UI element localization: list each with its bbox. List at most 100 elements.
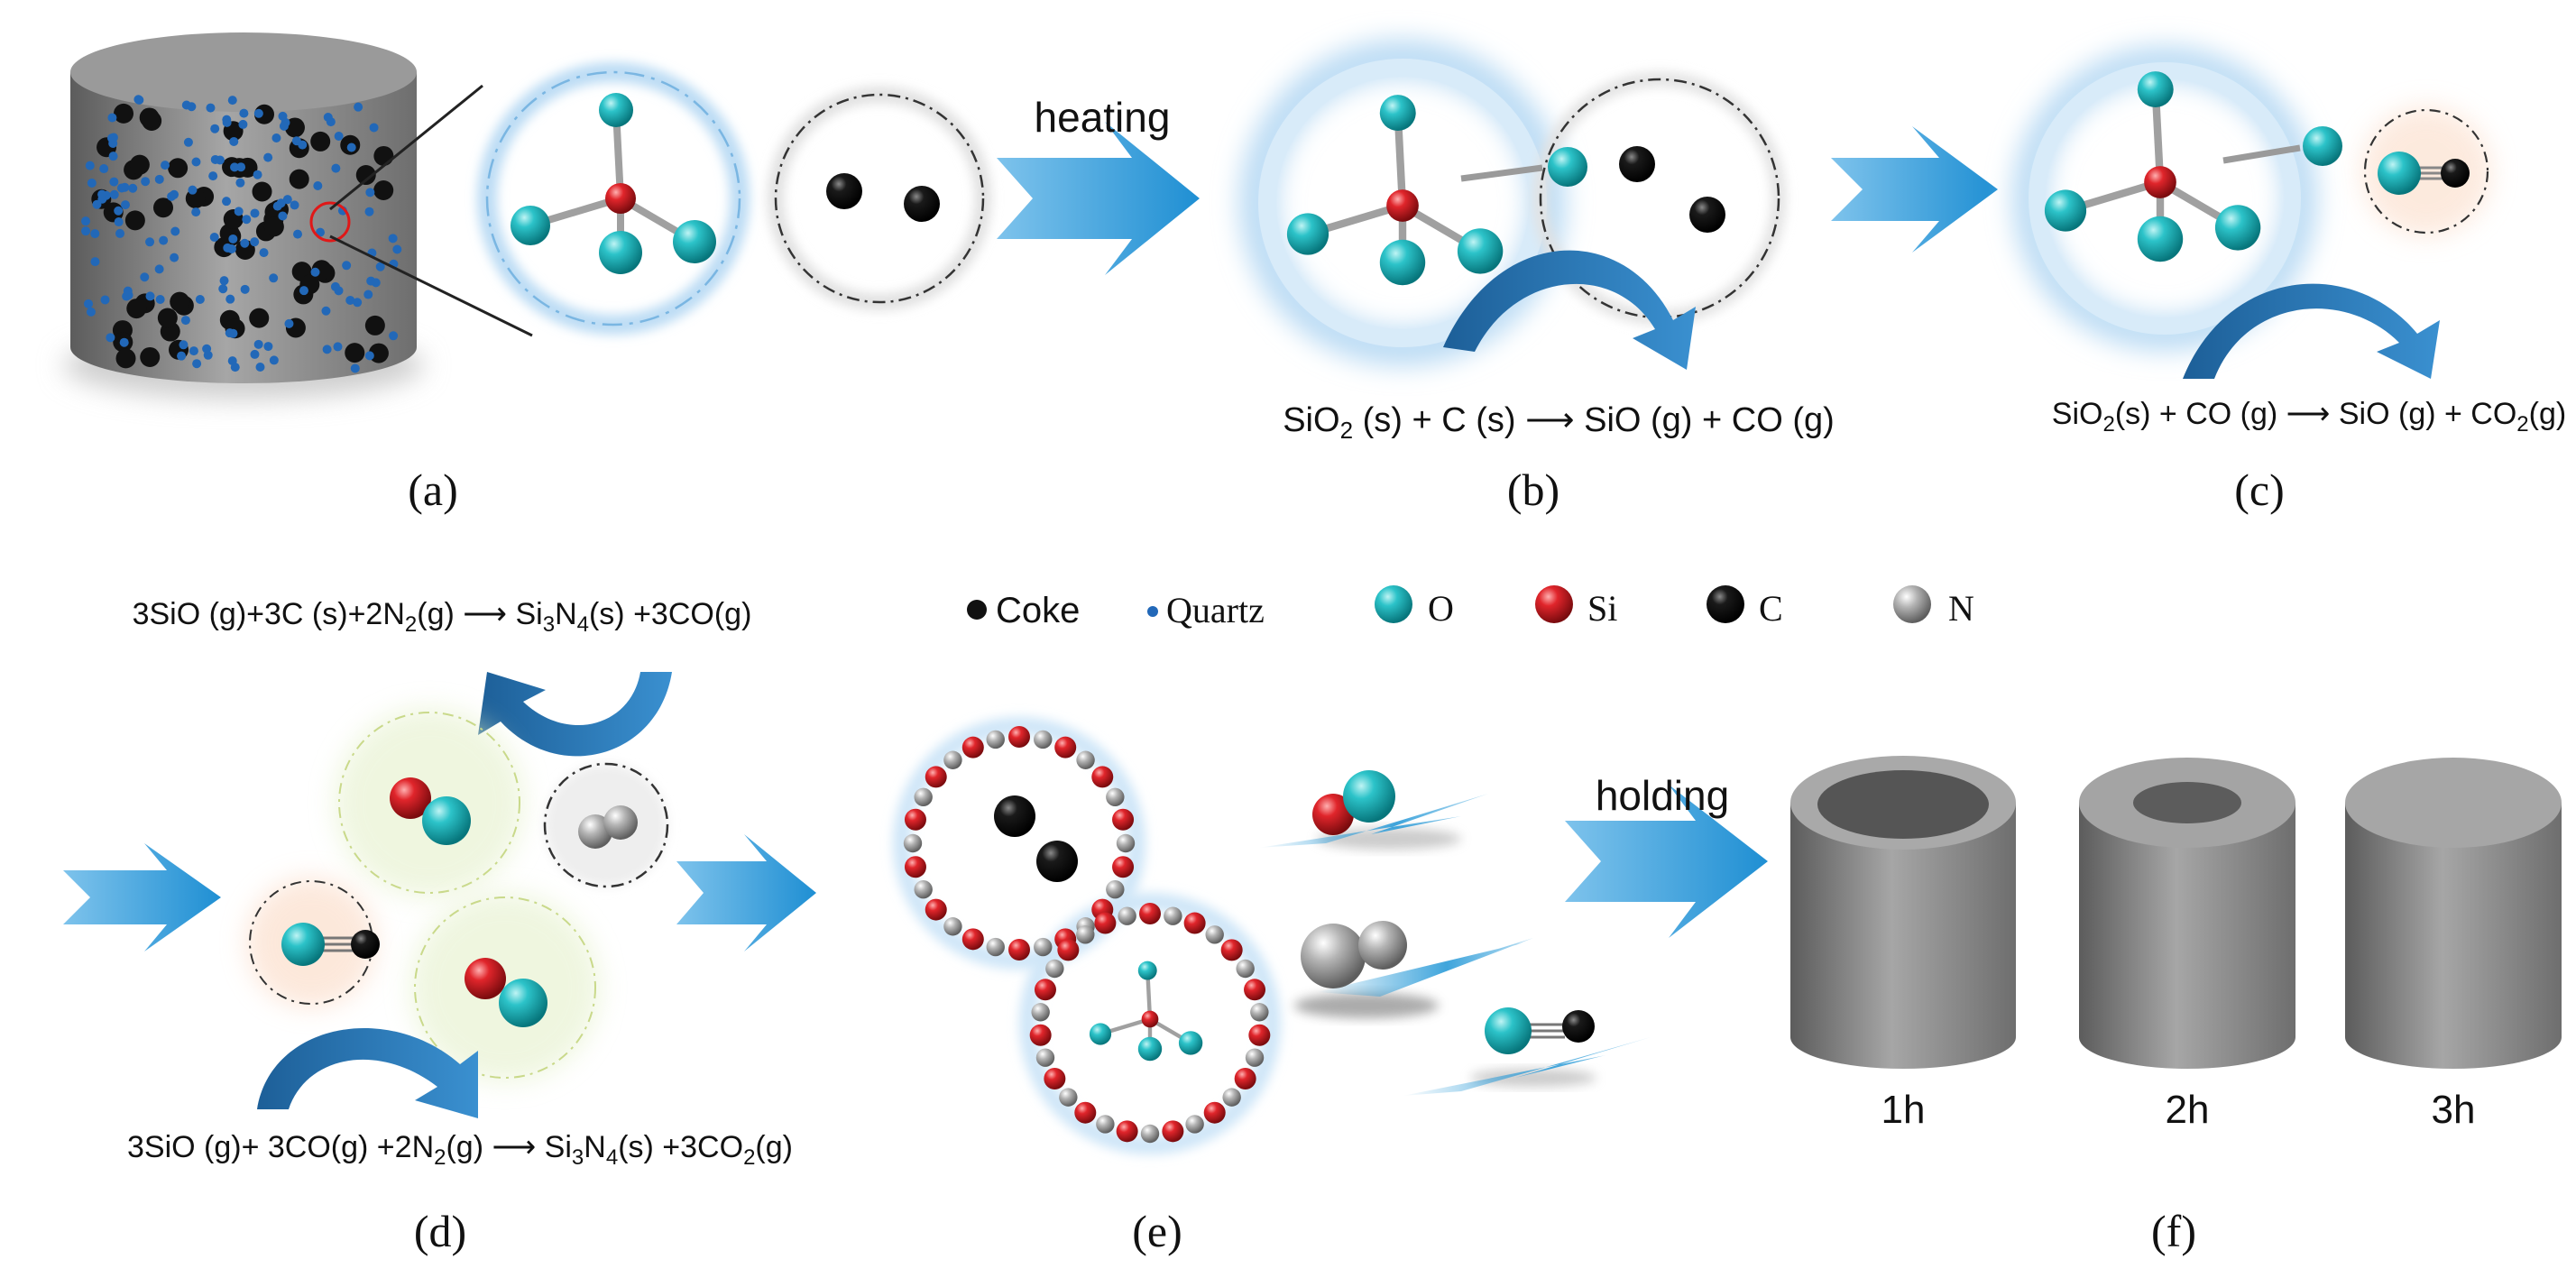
quartz-particle (250, 237, 260, 247)
legend-label-c: C (1759, 588, 1783, 629)
legend-label-n: N (1948, 588, 1974, 629)
carbon-atom (1562, 1010, 1595, 1043)
quartz-particle (87, 178, 97, 188)
quartz-particle (90, 257, 100, 267)
coke-particle (139, 107, 160, 128)
quartz-particle (353, 298, 363, 308)
oxygen-atom (1178, 1031, 1203, 1055)
bond (2222, 144, 2301, 164)
oxygen-atom (599, 231, 642, 274)
quartz-particle (354, 102, 363, 112)
nitrogen-atom (1140, 1124, 1160, 1144)
coke-particle (373, 145, 394, 166)
quartz-particle (389, 331, 399, 341)
oxygen-atom (1286, 213, 1329, 255)
quartz-particle (140, 272, 150, 282)
zoom-line-top (329, 84, 483, 211)
quartz-particle (271, 133, 281, 143)
silicon-atom (1034, 979, 1056, 1001)
quartz-particle (290, 200, 299, 210)
oxygen-atom (2378, 152, 2421, 195)
oxygen-atom (281, 923, 325, 966)
equation-d-top: 3SiO (g)+3C (s)+2N2(g) ⟶ Si3N4(s) +3CO(g… (133, 597, 752, 637)
quartz-particle (240, 284, 250, 294)
coke-particle (124, 210, 145, 231)
coke-particle (345, 343, 365, 363)
quartz-particle (145, 291, 155, 301)
quartz-particle (259, 248, 269, 258)
silicon-atom (1094, 912, 1117, 934)
holding-label: holding (1596, 772, 1729, 819)
legend-label-si: Si (1587, 588, 1617, 629)
silicon-atom (2144, 166, 2176, 198)
quartz-particle (208, 171, 218, 181)
nitrogen-atom (1031, 1003, 1050, 1022)
quartz-particle (350, 363, 360, 373)
coke-particle (113, 103, 133, 124)
co-gas-molecule (1403, 1007, 1651, 1096)
quartz-particle (240, 238, 250, 248)
panel-label-d: (d) (414, 1206, 466, 1256)
quartz-particle (179, 340, 189, 350)
quartz-particle (253, 108, 263, 118)
nitrogen-atom (1236, 959, 1255, 979)
silicon-atom (390, 777, 431, 819)
quartz-particle (278, 111, 288, 121)
coke-particle (310, 131, 331, 152)
quartz-particle (346, 142, 356, 152)
si3n4-shell-ring (903, 726, 1136, 961)
panel-a: (a) (63, 32, 991, 515)
nitrogen-atom (986, 937, 1005, 957)
equation-c: SiO2(s) + CO (g) ⟶ SiO (g) + CO2(g) (2052, 397, 2566, 437)
quartz-particle (364, 207, 374, 216)
silicon-atom (1029, 1024, 1052, 1046)
quartz-particle (195, 294, 205, 304)
quartz-particle (263, 342, 273, 352)
nitrogen-atom (1358, 921, 1407, 970)
quartz-particle (154, 174, 164, 184)
panel-c: SiO2(s) + CO (g) ⟶ SiO (g) + CO2(g) (c) (2012, 46, 2566, 515)
coke-particle (355, 165, 376, 186)
quartz-particle (364, 351, 374, 361)
quartz-particle (209, 232, 219, 242)
nitrogen-atom (1059, 1088, 1078, 1107)
coke-particle (249, 308, 270, 328)
quartz-particle (183, 137, 193, 147)
process-arrow (63, 843, 221, 951)
sio2-zoom-circle (477, 62, 750, 335)
quartz-particle (369, 123, 379, 133)
oxygen-sphere-icon (1375, 585, 1412, 623)
coke-particle (126, 299, 147, 319)
oxygen-atom (1457, 228, 1504, 274)
coke-particle (153, 198, 174, 218)
quartz-particle (188, 185, 198, 195)
quartz-particle (250, 349, 260, 359)
quartz-particle (235, 178, 245, 188)
quartz-particle (86, 307, 96, 317)
quartz-particle (128, 183, 138, 193)
quartz-particle (253, 170, 262, 179)
quartz-particle (388, 234, 398, 244)
oxygen-atom (2214, 205, 2261, 251)
quartz-particle (282, 195, 292, 205)
process-arrow (1831, 126, 1998, 253)
quartz-particle (299, 286, 308, 296)
nitrogen-atom (1045, 959, 1064, 979)
nitrogen-atom (1245, 1048, 1265, 1067)
silicon-atom (1386, 189, 1419, 222)
oxygen-atom (1548, 147, 1587, 187)
quartz-particle (90, 229, 100, 239)
quartz-particle (363, 290, 373, 299)
silicon-atom (1074, 1101, 1097, 1124)
carbon-atom (1619, 146, 1655, 182)
quartz-particle (331, 163, 341, 173)
bond (1460, 164, 1543, 182)
quartz-particle (222, 117, 232, 127)
coke-particle (364, 315, 385, 336)
curved-reaction-arrow (1443, 250, 1696, 370)
quartz-particle (202, 344, 212, 354)
mixture-cylinder (63, 32, 424, 400)
silicon-atom (1008, 939, 1030, 961)
sio2-tetrahedron (1286, 95, 1504, 286)
